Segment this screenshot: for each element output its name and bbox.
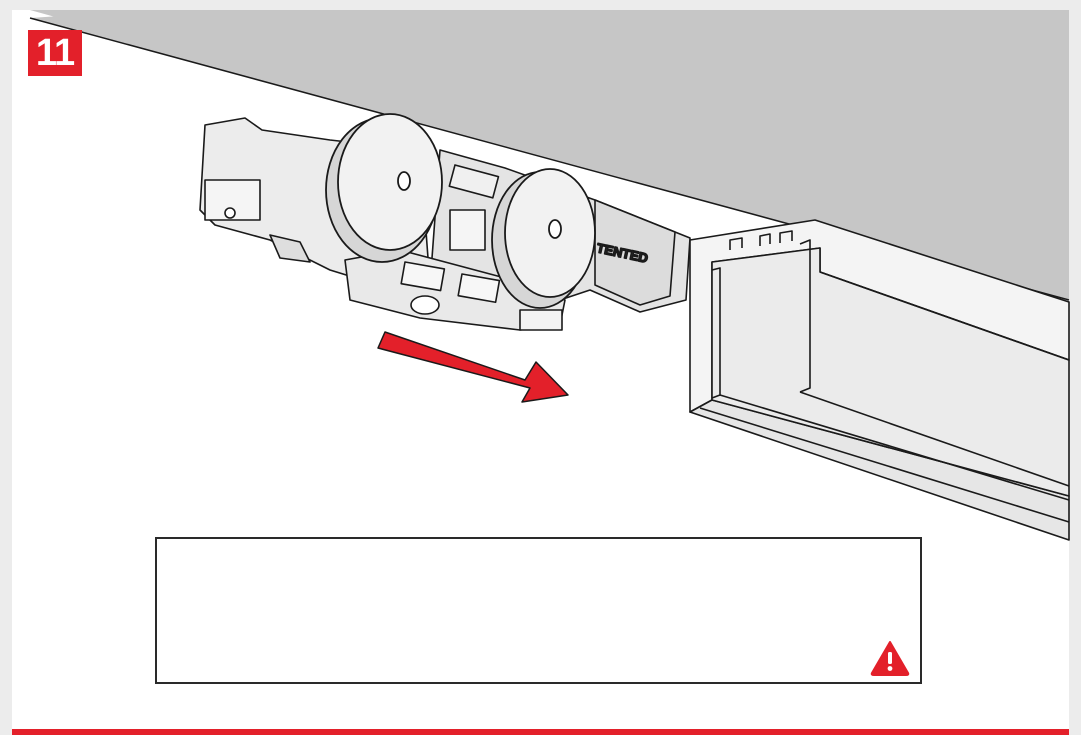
- wheel-front: [325, 113, 443, 263]
- bottom-accent-bar: [12, 729, 1069, 735]
- warning-icon: [870, 641, 910, 676]
- wheel-rear: [491, 168, 596, 309]
- hardware-options-box: [155, 537, 922, 684]
- step-number-badge: 11: [28, 30, 82, 76]
- track-profile: [689, 219, 1070, 541]
- direction-arrow: [377, 331, 569, 403]
